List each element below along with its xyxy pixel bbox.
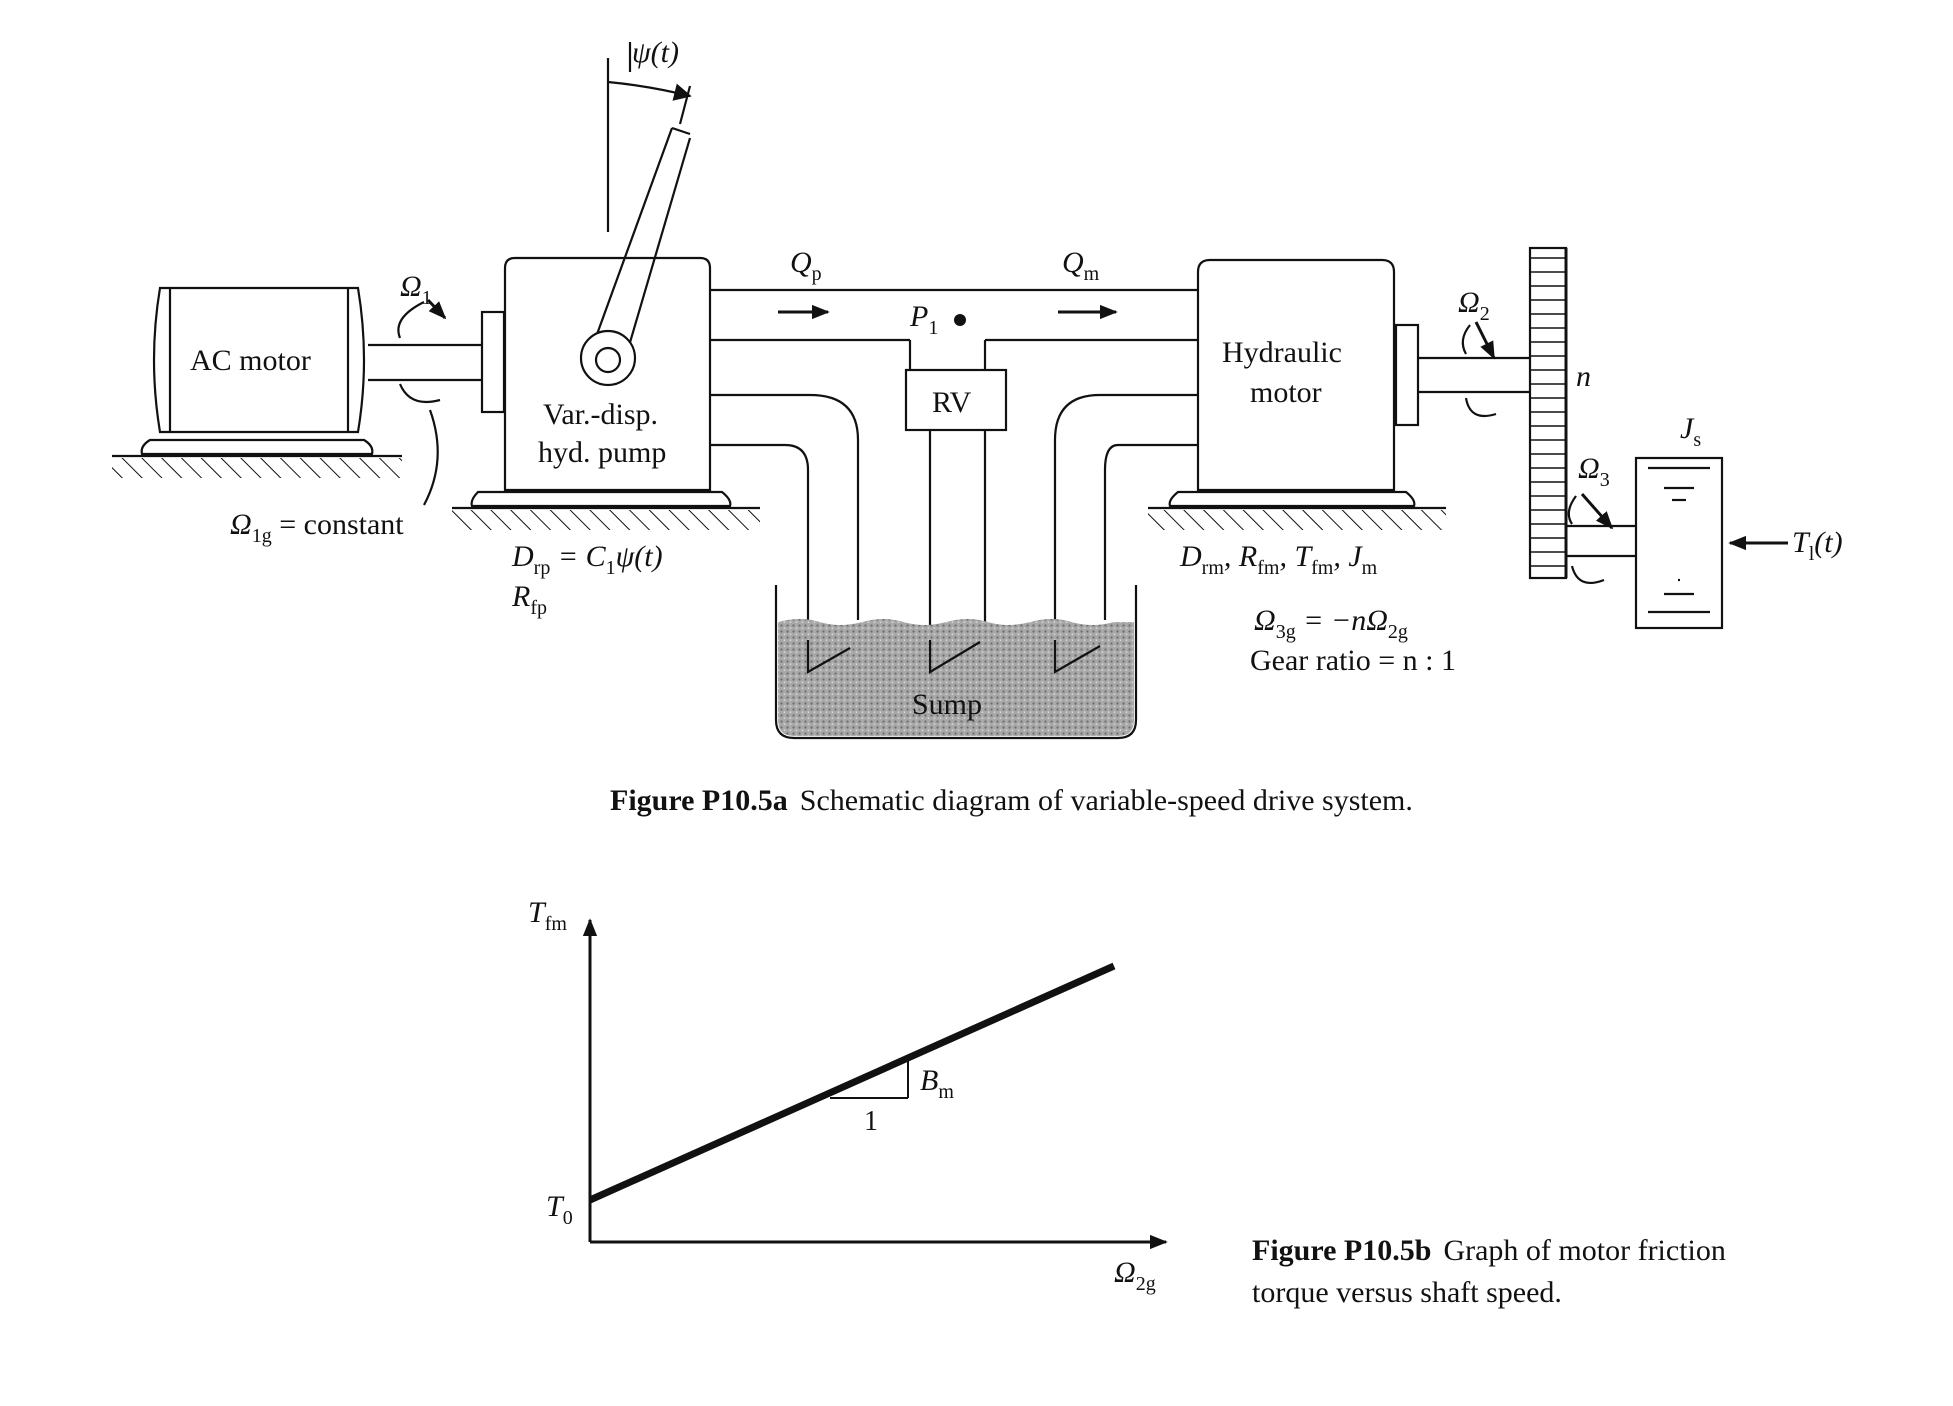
- friction-torque-graph: [582, 918, 1168, 1250]
- omega1-label: Ω1: [400, 270, 432, 309]
- omega2-arrow-top: [1461, 324, 1471, 355]
- sump-label: Sump: [912, 688, 982, 721]
- graph-labels: Tfm Ω2g T0 Bm 1: [528, 896, 1156, 1295]
- rfp-label: Rfp: [511, 580, 547, 619]
- gear-wheel: [1528, 246, 1568, 580]
- y-axis-label: Tfm: [528, 896, 567, 935]
- omega1g-label: Ω1g = constant: [230, 508, 404, 547]
- drp-label: Drp = C1ψ(t): [511, 540, 663, 579]
- hydraulic-motor-label-line2: motor: [1250, 376, 1322, 409]
- tl-label: Tl(t): [1792, 526, 1843, 565]
- omega2-arrowhead: [1474, 321, 1496, 360]
- pump-label-line1: Var.-disp.: [543, 398, 658, 431]
- psi-arrow: [607, 80, 692, 101]
- omega2-arrow-bottom: [1464, 397, 1497, 418]
- caption-figure-b-line2: torque versus shaft speed.: [1252, 1276, 1562, 1309]
- schematic-diagram: [112, 42, 1788, 740]
- omega1-arrow-top: [397, 301, 425, 339]
- ac-motor-label: AC motor: [190, 344, 311, 377]
- qm-label: Qm: [1062, 246, 1100, 285]
- t0-label: T0: [546, 1190, 573, 1229]
- relief-valve: [904, 368, 1008, 432]
- motor-params-label: Drm, Rfm, Tfm, Jm: [1179, 540, 1378, 579]
- slope-label: Bm: [920, 1064, 954, 1103]
- qp-label: Qp: [790, 246, 822, 285]
- friction-line: [588, 962, 1116, 1204]
- omega1g-leader: [423, 409, 439, 506]
- pump-coupling: [480, 310, 506, 414]
- sump-tank: [774, 585, 1138, 740]
- pump-lever: [579, 42, 692, 387]
- js-label: Js: [1680, 412, 1701, 451]
- psi-label: ψ(t): [632, 36, 679, 69]
- omega3g-equation: Ω3g = −nΩ2g: [1254, 604, 1408, 643]
- hydraulic-motor-label-line1: Hydraulic: [1222, 336, 1342, 369]
- omega3-arrow-top: [1567, 495, 1577, 525]
- hydraulic-motor: [1148, 258, 1446, 530]
- omega3-arrowhead: [1580, 493, 1614, 530]
- gear-ratio-label: Gear ratio = n : 1: [1250, 644, 1456, 677]
- run-label: 1: [864, 1106, 878, 1137]
- x-axis-label: Ω2g: [1114, 1256, 1156, 1295]
- p1-point: [954, 314, 966, 326]
- gear-n-label: n: [1576, 360, 1591, 393]
- gear-teeth: [1530, 257, 1566, 567]
- load-inertia: [1634, 456, 1724, 630]
- variable-displacement-pump: [452, 256, 760, 530]
- p1-label: P1: [909, 300, 938, 339]
- omega3-arrow-bottom: [1570, 565, 1605, 584]
- psi-lever-ext: [678, 85, 692, 125]
- omega1-arrowhead: [426, 298, 447, 320]
- omega3-label: Ω3: [1578, 452, 1610, 491]
- motor-coupling: [1394, 323, 1420, 427]
- pump-label-line2: hyd. pump: [538, 436, 666, 469]
- hydraulic-lines: [710, 288, 1198, 640]
- ac-motor: [112, 286, 402, 478]
- rv-label: RV: [932, 386, 972, 419]
- omega2-label: Ω2: [1458, 286, 1490, 325]
- omega1-arrow-bottom: [398, 383, 441, 404]
- schematic-labels: ψ(t) Ω1 AC motor Ω1g = constant Var.-dis…: [190, 36, 1843, 721]
